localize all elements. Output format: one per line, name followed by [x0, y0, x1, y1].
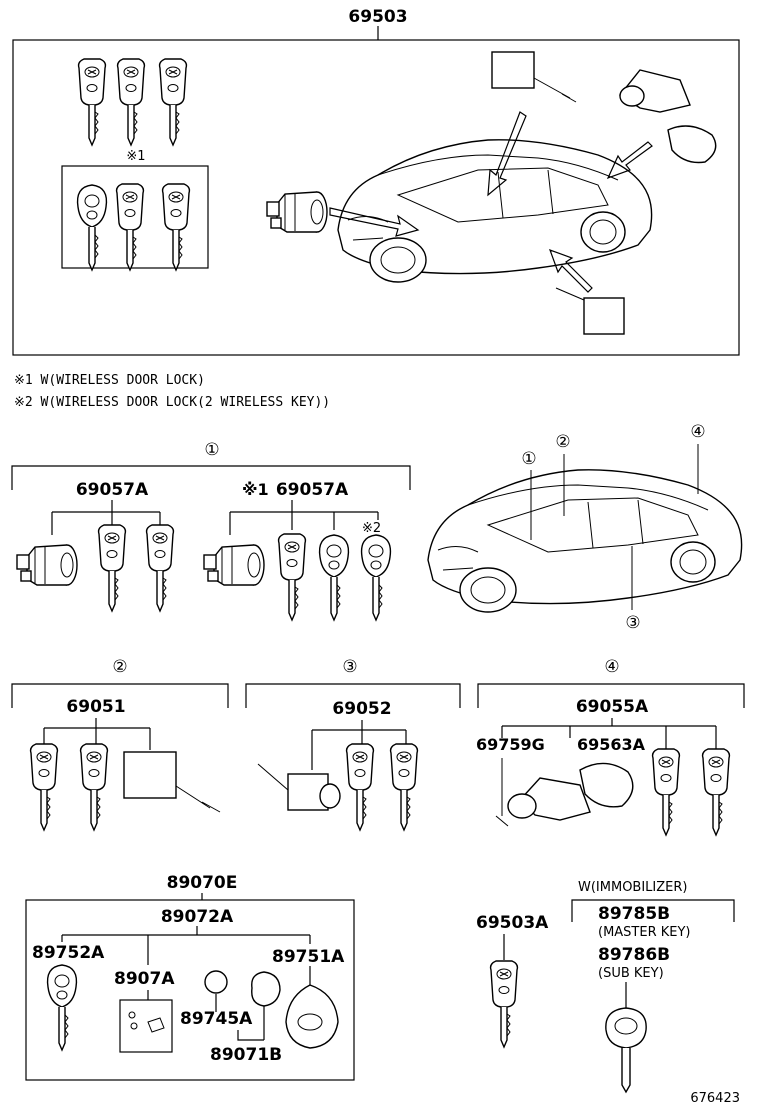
arrow-icon — [548, 248, 593, 293]
bracket-icon — [667, 125, 717, 164]
key-icon — [29, 743, 59, 831]
bracket-icon — [579, 762, 634, 808]
door-lock-cylinder-icon — [583, 297, 625, 335]
note-mark-2: ※2 — [362, 521, 381, 536]
part-number-89786b: 89786B — [598, 945, 670, 965]
callout-4: ④ — [604, 657, 619, 677]
car-illustration — [337, 139, 653, 283]
callout-1-car: ① — [521, 449, 536, 469]
master-key-icon — [605, 1007, 647, 1049]
key-icon — [489, 960, 519, 1048]
note-1: ※1 W(WIRELESS DOOR LOCK) — [14, 373, 205, 388]
key-icon — [651, 748, 681, 836]
key-icon — [79, 743, 109, 831]
part-number-69503a: 69503A — [476, 913, 549, 933]
note-mark: ※1 — [126, 149, 145, 164]
part-number-69055a: 69055A — [576, 697, 649, 717]
key-icon — [77, 58, 107, 146]
condition-label: W(IMMOBILIZER) — [578, 880, 687, 895]
arrow-icon — [606, 141, 653, 180]
remote-key-icon — [46, 964, 78, 1051]
key-icon — [115, 183, 145, 271]
sub-key-label: (SUB KEY) — [598, 966, 664, 981]
part-number-8907a: 8907A — [114, 969, 175, 989]
part-number-69052: 69052 — [332, 699, 391, 719]
key-icon — [161, 183, 191, 271]
lock-cylinder-icon — [203, 544, 265, 586]
part-number-89071b: 89071B — [210, 1045, 282, 1065]
note-mark-1: ※1 — [242, 480, 269, 499]
door-lock-cylinder-icon — [491, 51, 535, 89]
battery-icon — [204, 970, 228, 994]
part-number-69051: 69051 — [66, 697, 125, 717]
transponder-card — [119, 999, 173, 1053]
part-number-69503: 69503 — [348, 7, 407, 27]
top-group-frame — [12, 39, 740, 356]
note-2: ※2 W(WIRELESS DOOR LOCK(2 WIRELESS KEY)) — [14, 395, 330, 410]
part-number-89072a: 89072A — [161, 907, 234, 927]
key-icon — [116, 58, 146, 146]
bottom-left-frame — [25, 899, 355, 1081]
arrow-icon — [487, 111, 527, 197]
car-index-illustration — [427, 469, 743, 613]
key-icon — [389, 743, 419, 831]
arrow-icon — [329, 207, 420, 237]
callout-2-car: ② — [555, 432, 570, 452]
remote-key-icon — [360, 534, 392, 621]
part-number-69563a: 69563A — [577, 735, 646, 754]
key-icon — [97, 524, 127, 612]
cover-icon — [251, 971, 281, 1007]
part-number-69759g: 69759G — [476, 735, 545, 754]
master-key-label: (MASTER KEY) — [598, 925, 691, 940]
wireless-key-subframe — [61, 165, 209, 269]
callout-1: ① — [204, 440, 219, 460]
ignition-cylinder-icon — [266, 191, 328, 233]
trunk-lock-icon — [519, 777, 591, 821]
callout-3-car: ③ — [625, 613, 640, 633]
remote-transmitter-icon — [285, 984, 339, 1049]
remote-key-icon — [318, 534, 350, 621]
part-number-89745a: 89745A — [180, 1009, 253, 1029]
part-number-89785b: 89785B — [598, 904, 670, 924]
part-number-69057a-left: 69057A — [76, 480, 149, 500]
callout-3: ③ — [342, 657, 357, 677]
remote-key-icon — [76, 184, 108, 271]
lock-cylinder-icon — [16, 544, 78, 586]
key-icon — [158, 58, 188, 146]
callout-4-car: ④ — [690, 422, 705, 442]
key-icon — [345, 743, 375, 831]
part-number-89751a: 89751A — [272, 947, 345, 967]
key-icon — [277, 533, 307, 621]
part-number-89752a: 89752A — [32, 943, 105, 963]
key-icon — [701, 748, 731, 836]
key-icon — [145, 524, 175, 612]
part-number-89070e: 89070E — [167, 873, 238, 893]
figure-id: 676423 — [690, 1091, 740, 1106]
part-number-69057a-right: 69057A — [276, 480, 349, 500]
door-lock-cylinder-icon — [123, 751, 177, 799]
callout-2: ② — [112, 657, 127, 677]
